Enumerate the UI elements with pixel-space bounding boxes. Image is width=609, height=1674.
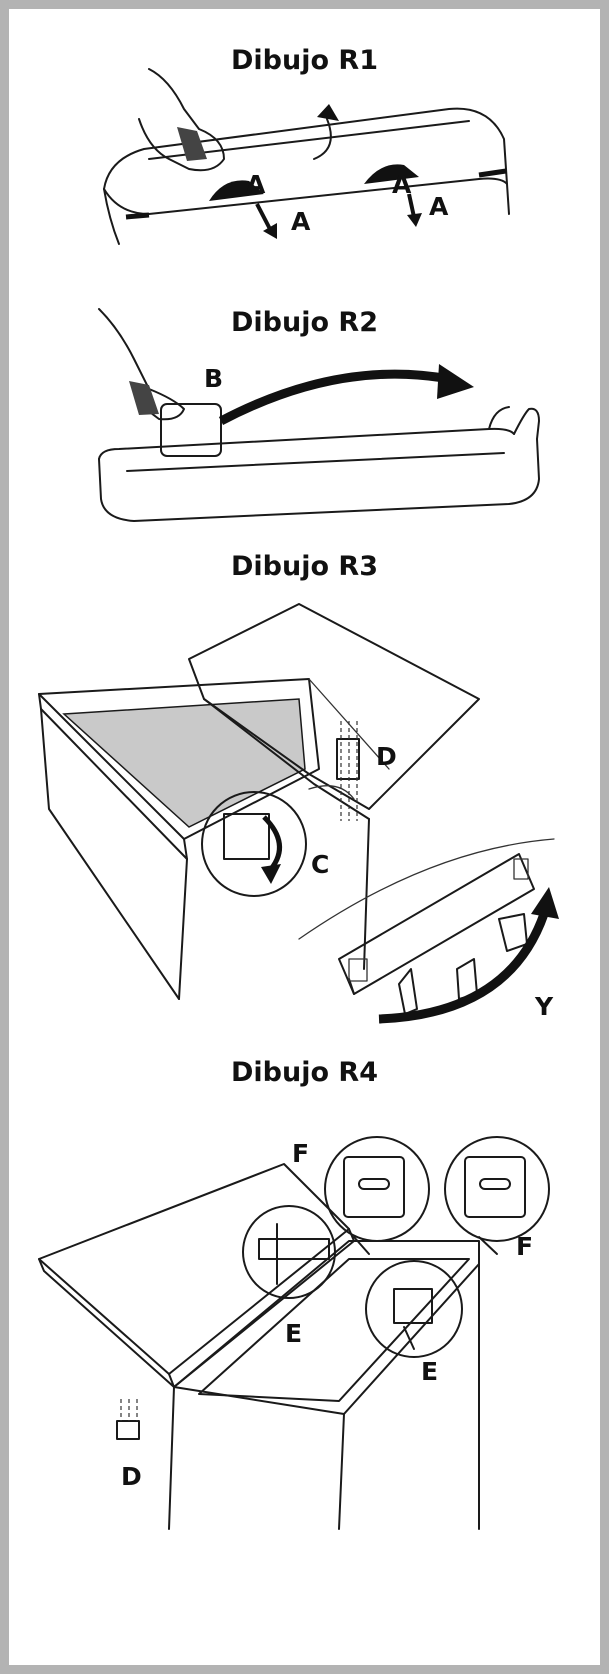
panel-r1-title: Dibujo R1 xyxy=(231,45,378,76)
panel-r2-title: Dibujo R2 xyxy=(231,307,378,338)
label-d: D xyxy=(376,742,397,771)
panel-r3-illustration xyxy=(38,603,559,1024)
label-a-2: A xyxy=(392,170,412,199)
label-c: C xyxy=(311,850,330,879)
label-a-3: A xyxy=(291,207,311,236)
label-e-2: E xyxy=(421,1357,439,1386)
panel-r1-illustration xyxy=(103,68,510,245)
panel-r4-illustration xyxy=(38,1136,550,1530)
label-b: B xyxy=(204,364,224,393)
label-f-2: F xyxy=(516,1232,534,1261)
label-a-4: A xyxy=(429,192,449,221)
instruction-sheet: Dibujo R1 A A A A Dibujo R2 xyxy=(9,9,600,1665)
panel-r2-illustration xyxy=(98,308,540,522)
clip-left-shape xyxy=(209,180,264,201)
panel-r4-title: Dibujo R4 xyxy=(231,1057,378,1088)
label-f-1: F xyxy=(292,1139,310,1168)
label-d-lower: D xyxy=(121,1462,142,1491)
label-a-1: A xyxy=(246,170,266,199)
label-y: Y xyxy=(535,992,554,1021)
label-e-1: E xyxy=(285,1319,303,1348)
panel-r3-title: Dibujo R3 xyxy=(231,551,378,582)
clip-right-shape xyxy=(364,164,419,184)
